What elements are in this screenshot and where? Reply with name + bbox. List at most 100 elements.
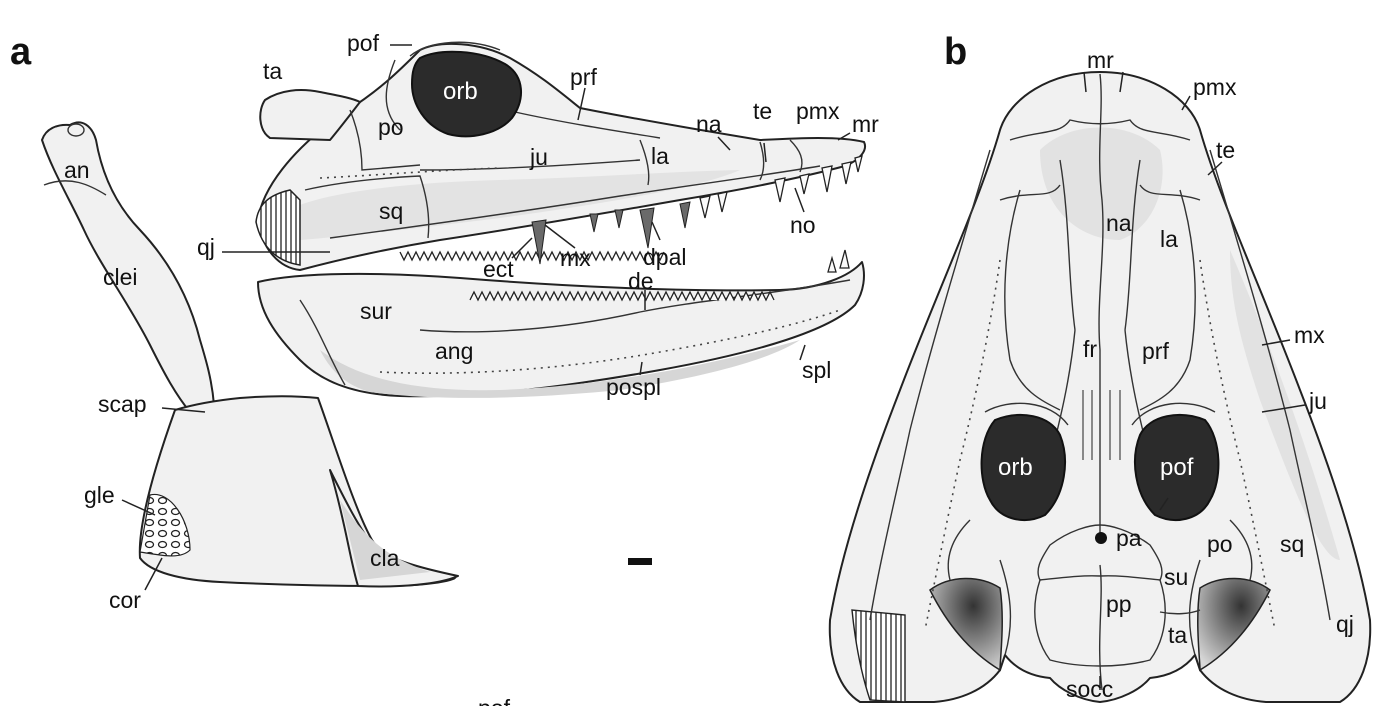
fenestra-right <box>1197 577 1271 672</box>
mx-tooth-1 <box>699 195 711 219</box>
orbit-rim-right <box>1131 402 1216 426</box>
label-a-cla: cla <box>370 545 400 571</box>
label-a-de: de <box>628 268 654 294</box>
lower-fang-1 <box>839 249 850 269</box>
snout-cross-2 <box>999 184 1201 201</box>
label-b-qj: qj <box>1336 611 1354 637</box>
suture-la <box>639 139 650 186</box>
su-ta-left <box>999 559 1012 656</box>
snout-cross-1 <box>1009 119 1191 141</box>
mx-tooth-2 <box>717 191 728 213</box>
scale-bar <box>628 558 652 565</box>
leaders-b <box>1083 71 1306 690</box>
label-a-spl: spl <box>802 357 831 383</box>
label-a-po: po <box>378 114 404 140</box>
label-b-mr: mr <box>1087 47 1114 73</box>
label-b-fr: fr <box>1083 336 1097 362</box>
an-knob <box>67 123 85 137</box>
label-b-pof: pof <box>1160 454 1194 481</box>
pof-outline <box>409 41 501 57</box>
mx-left <box>869 149 991 621</box>
label-b-la: la <box>1160 226 1178 252</box>
pp-outline <box>1034 579 1166 667</box>
glenoid-pattern <box>139 493 191 557</box>
label-a-ta: ta <box>263 58 282 84</box>
label-a-mr: mr <box>852 111 879 137</box>
label-a-scap: scap <box>98 391 147 417</box>
label-a-an: an <box>64 157 90 183</box>
la-right <box>1139 189 1196 411</box>
panel-label-a: a <box>10 31 32 73</box>
suture-te <box>759 141 765 181</box>
dpal-fang <box>639 207 655 249</box>
lower-tooth-row <box>469 290 775 302</box>
orbit-rim-left <box>984 402 1069 426</box>
label-a-pmx: pmx <box>796 98 840 124</box>
panel-label-b: b <box>944 31 967 73</box>
scapulocoracoid-bone <box>138 395 457 587</box>
label-a-gle: gle <box>84 482 115 508</box>
suture-sq <box>304 175 430 239</box>
label-b-orb: orb <box>998 454 1033 481</box>
label-a-la: la <box>651 143 669 169</box>
label-a-mx: mx <box>560 245 591 271</box>
label-b-na: na <box>1106 210 1132 236</box>
dorsal-canal-right <box>1199 259 1276 631</box>
snout-shade <box>1040 127 1163 240</box>
label-a-orb: orb <box>443 78 478 105</box>
dpal-tooth-2 <box>679 201 691 229</box>
label-b-socc: socc <box>1066 676 1113 702</box>
label-a-ect: ect <box>483 256 514 282</box>
skull-cheek-shade <box>300 170 740 240</box>
label-a-pospl: pospl <box>606 374 661 400</box>
orbit-dorsal-left <box>980 414 1066 521</box>
dorsal-hatch <box>851 609 906 703</box>
fenestra-left <box>929 577 1003 672</box>
suture-po-orb <box>385 59 401 131</box>
cla-shade <box>340 500 430 580</box>
label-b-po: po <box>1207 531 1233 557</box>
label-b-te: te <box>1216 137 1235 163</box>
mx-tooth-3 <box>774 177 786 203</box>
ect-small-2 <box>614 209 624 229</box>
label-b-su: su <box>1164 564 1188 590</box>
labels-panel-a: pof ta orb prf po na te pmx mr ju la an … <box>64 30 879 613</box>
suture-mx <box>329 165 821 239</box>
label-b-pa: pa <box>1116 525 1142 551</box>
pmx-fang-3 <box>854 155 863 173</box>
lower-fang-2 <box>827 255 837 273</box>
tabular-process <box>259 89 361 141</box>
na-left <box>1059 159 1076 331</box>
label-a-te: te <box>753 98 772 124</box>
upper-tooth-row <box>399 250 665 262</box>
label-a-clei: clei <box>103 264 138 290</box>
clei-an-suture <box>43 180 107 196</box>
jaw-suture-1 <box>299 299 346 386</box>
label-a-sur: sur <box>360 298 392 324</box>
skull-sensory-canal <box>319 167 501 179</box>
label-b-prf: prf <box>1142 338 1169 364</box>
suture-po <box>349 109 421 171</box>
occipital-hatch <box>255 189 301 266</box>
ect-small-1 <box>589 213 599 233</box>
label-a-sq: sq <box>379 198 403 224</box>
pmx-fang-2 <box>841 161 852 185</box>
suture-ju <box>419 159 641 171</box>
orbit-lateral <box>410 50 523 138</box>
po-sq-left <box>947 519 971 581</box>
jaw-underside-shade <box>320 340 800 398</box>
mx-tooth-4 <box>799 173 810 195</box>
su-split-right <box>1159 609 1201 615</box>
suture-prf <box>514 111 661 139</box>
label-b-pmx: pmx <box>1193 74 1237 100</box>
po-sq-right <box>1229 519 1253 581</box>
label-a-no: no <box>790 212 816 238</box>
leaders-a <box>121 44 851 591</box>
label-b-ta: ta <box>1168 622 1187 648</box>
shoulder-girdle <box>41 121 459 588</box>
labels-panel-b: mr pmx te na la mx fr prf ju orb pof pa … <box>998 47 1354 702</box>
na-right <box>1124 159 1141 331</box>
orbit-dorsal-right <box>1134 414 1220 521</box>
jaw-suture-2 <box>419 279 851 333</box>
